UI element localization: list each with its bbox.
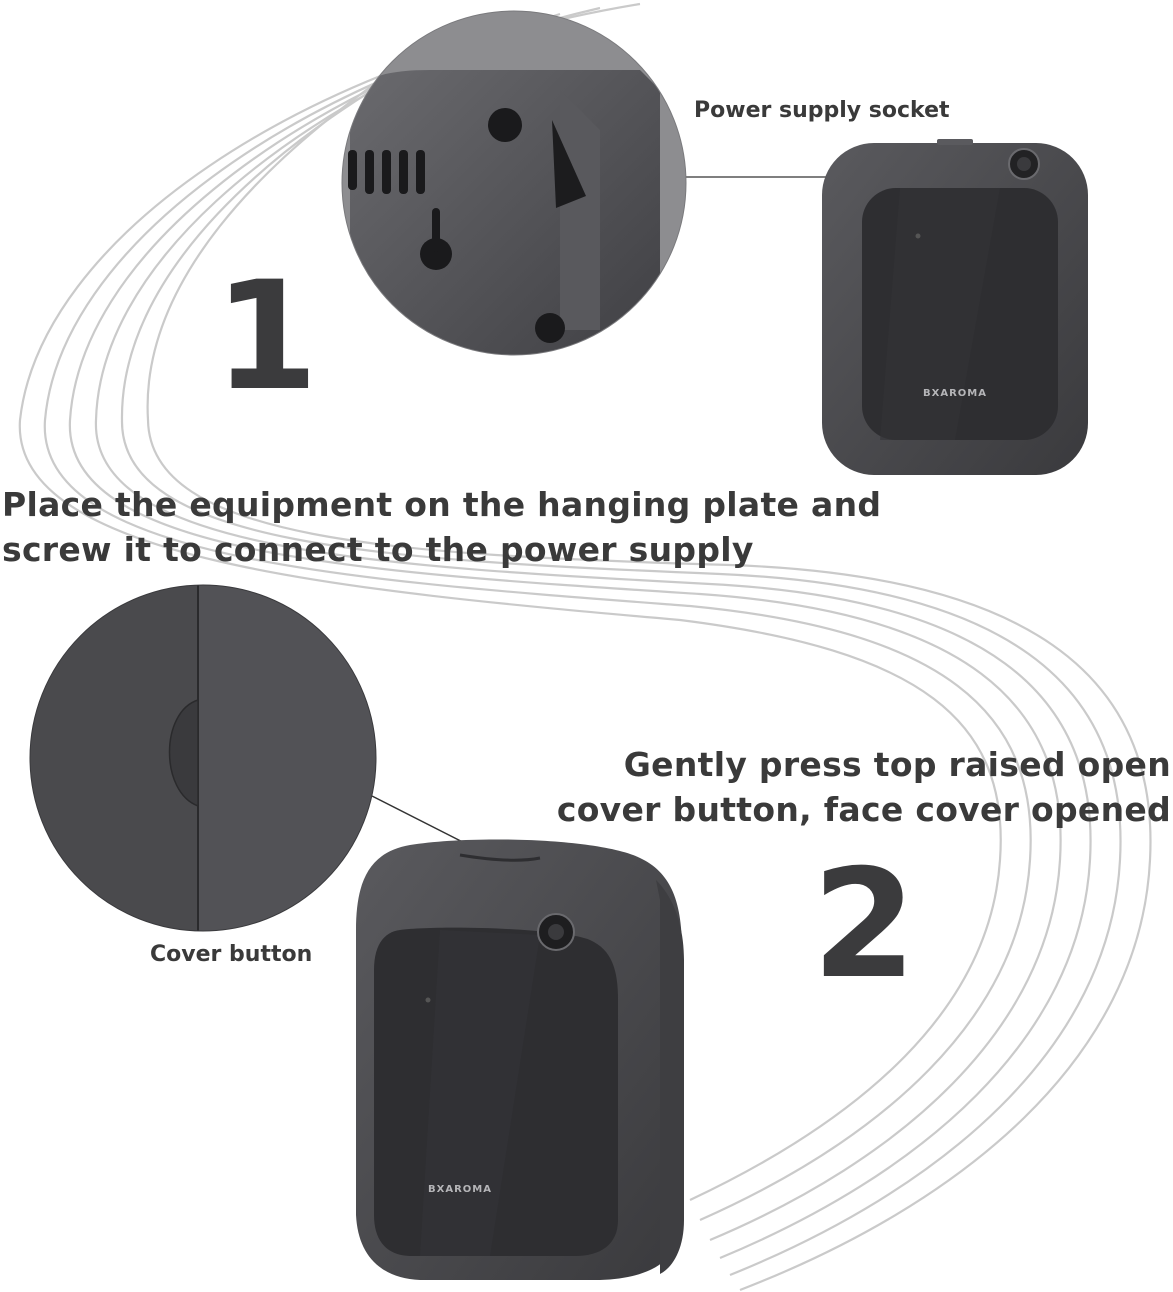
- swoosh-lines: [18, 2, 1152, 1292]
- step1-instruction-line-1: Place the equipment on the hanging plate…: [2, 485, 882, 524]
- device-angled-step2: BXAROMA: [356, 839, 684, 1280]
- device-brand-logo-2: BXAROMA: [428, 1184, 492, 1195]
- step-number-1: 1: [214, 250, 319, 424]
- cover-button-label: Cover button: [150, 942, 313, 967]
- step-number-2: 2: [812, 838, 917, 1012]
- step2-instruction-line-1: Gently press top raised open: [623, 745, 1171, 784]
- power-supply-socket-label: Power supply socket: [694, 98, 950, 123]
- step1-instruction-line-2: screw it to connect to the power supply: [2, 530, 754, 569]
- step2-instruction: Gently press top raised open cover butto…: [557, 742, 1171, 832]
- zoom-circle-cover-button: [29, 584, 377, 932]
- device-front-step1: BXAROMA: [822, 139, 1088, 475]
- zoom-circle-socket: [341, 10, 687, 356]
- step1-instruction: Place the equipment on the hanging plate…: [2, 482, 881, 572]
- device-brand-logo: BXAROMA: [923, 388, 987, 399]
- step2-instruction-line-2: cover button, face cover opened: [556, 790, 1171, 829]
